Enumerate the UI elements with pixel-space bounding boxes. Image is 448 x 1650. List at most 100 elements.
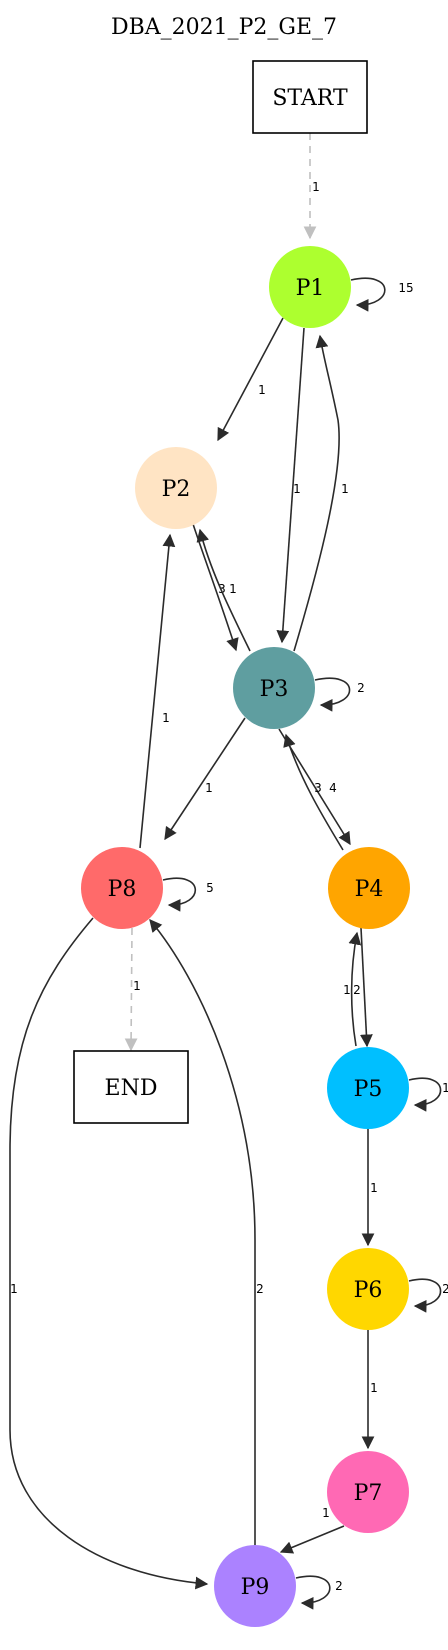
edge-label: 1 xyxy=(442,1081,448,1095)
edge-label: 4 xyxy=(329,781,337,795)
node-p8: P8 xyxy=(81,847,163,929)
node-p3: P3 xyxy=(233,647,315,729)
node-circle xyxy=(135,447,217,529)
node-label: P9 xyxy=(241,1575,270,1600)
node-label: P3 xyxy=(260,677,289,702)
edge-p7-to-p9: 1 xyxy=(279,1506,345,1554)
edge-p3-to-p3: 2 xyxy=(314,677,365,712)
edge-p5-to-p6: 1 xyxy=(361,1129,378,1247)
edge-p9-to-p9: 2 xyxy=(295,1575,343,1610)
edge-p3-to-p2: 1 xyxy=(196,528,251,652)
edge-p5-to-p4: 1 xyxy=(343,931,362,1047)
edge-line xyxy=(360,927,373,1048)
edge-line xyxy=(162,877,197,912)
graph-title: DBA_2021_P2_GE_7 xyxy=(111,15,337,40)
edge-label: 2 xyxy=(335,1579,343,1593)
node-label: P2 xyxy=(162,477,191,502)
edge-line xyxy=(314,677,351,712)
edge-p8-to-p8: 5 xyxy=(162,877,214,912)
node-p1: P1 xyxy=(269,246,351,328)
edge-p5-to-p5: 1 xyxy=(408,1077,448,1112)
edge-label: 2 xyxy=(353,983,361,997)
node-circle xyxy=(328,847,410,929)
edge-label: 1 xyxy=(343,983,351,997)
edge-p4-to-p3: 3 xyxy=(283,733,344,851)
edge-p9-to-p8: 2 xyxy=(149,919,264,1545)
node-p2: P2 xyxy=(135,447,217,529)
node-label: P1 xyxy=(296,276,325,301)
edge-line xyxy=(295,1575,331,1610)
edge-label: 2 xyxy=(256,1282,264,1296)
node-label: END xyxy=(105,1076,158,1101)
node-box xyxy=(252,60,368,134)
edge-label: 1 xyxy=(370,1381,378,1395)
node-circle xyxy=(327,1451,409,1533)
edge-line xyxy=(217,317,284,442)
edge-line xyxy=(139,533,176,849)
edge-p1-to-p1: 15 xyxy=(350,277,414,312)
edge-p8-to-p9: 1 xyxy=(9,917,209,1590)
node-circle xyxy=(214,1545,296,1627)
edge-p3-to-p1: 1 xyxy=(293,334,349,652)
edge-line xyxy=(9,917,209,1590)
node-box xyxy=(73,1050,189,1124)
node-circle xyxy=(81,847,163,929)
node-label: P7 xyxy=(354,1481,383,1506)
edge-line xyxy=(276,327,305,644)
edge-label: 1 xyxy=(162,711,170,725)
edge-label: 15 xyxy=(398,281,413,295)
edge-label: 1 xyxy=(10,1282,18,1296)
edge-line xyxy=(408,1278,442,1313)
node-p4: P4 xyxy=(328,847,410,929)
edge-p8-to-p2: 1 xyxy=(139,533,176,849)
node-p5: P5 xyxy=(327,1047,409,1129)
edge-p1-to-p3: 1 xyxy=(276,327,305,644)
node-p6: P6 xyxy=(327,1248,409,1330)
node-start: START xyxy=(252,60,368,134)
node-end: END xyxy=(73,1050,189,1124)
edge-label: 1 xyxy=(312,180,320,194)
edge-line xyxy=(408,1077,442,1112)
node-p7: P7 xyxy=(327,1451,409,1533)
edge-label: 3 xyxy=(218,582,226,596)
edge-label: 1 xyxy=(293,482,301,496)
node-label: P6 xyxy=(354,1278,383,1303)
edge-label: 1 xyxy=(258,383,266,397)
edge-label: 2 xyxy=(442,1282,448,1296)
edge-label: 5 xyxy=(206,881,214,895)
node-p9: P9 xyxy=(214,1545,296,1627)
edge-p6-to-p6: 2 xyxy=(408,1278,448,1313)
edge-p8-to-end: 1 xyxy=(124,927,141,1052)
edge-line xyxy=(149,919,256,1545)
edge-label: 1 xyxy=(205,781,213,795)
edge-label: 1 xyxy=(133,979,141,993)
edge-line xyxy=(279,1525,345,1554)
node-circle xyxy=(233,647,315,729)
node-circle xyxy=(269,246,351,328)
edge-line xyxy=(124,927,138,1052)
node-label: START xyxy=(272,86,348,111)
node-label: P8 xyxy=(108,877,137,902)
edge-p6-to-p7: 1 xyxy=(361,1330,378,1450)
edge-line xyxy=(283,733,344,851)
edge-line xyxy=(164,717,246,841)
edge-label: 1 xyxy=(322,1506,330,1520)
edge-p4-to-p5: 2 xyxy=(353,927,373,1048)
edge-start-to-p1: 1 xyxy=(303,133,320,240)
edge-line xyxy=(293,334,340,652)
edge-p1-to-p2: 1 xyxy=(217,317,284,442)
edge-label: 2 xyxy=(357,681,365,695)
edge-line xyxy=(348,931,362,1047)
edge-p3-to-p8: 1 xyxy=(164,717,246,841)
node-label: P5 xyxy=(354,1077,383,1102)
edge-label: 3 xyxy=(314,781,322,795)
edge-label: 1 xyxy=(229,582,237,596)
node-circle xyxy=(327,1047,409,1129)
node-circle xyxy=(327,1248,409,1330)
edge-label: 1 xyxy=(341,482,349,496)
node-label: P4 xyxy=(355,877,384,902)
edge-line xyxy=(196,528,251,652)
